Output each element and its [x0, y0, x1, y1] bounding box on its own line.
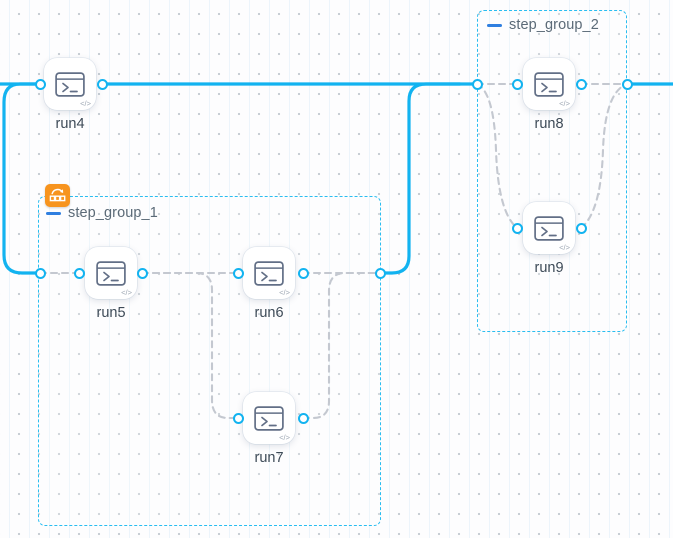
terminal-icon [254, 405, 284, 431]
terminal-icon [534, 215, 564, 241]
node-run8[interactable]: </> run8 [523, 58, 575, 132]
port-run5-out[interactable] [136, 267, 148, 279]
code-badge-icon: </> [559, 242, 570, 252]
group-header-step-group-2[interactable]: step_group_2 [487, 17, 599, 33]
node-label-run4: run4 [55, 116, 85, 132]
port-run7-out[interactable] [297, 412, 309, 424]
code-badge-icon: </> [80, 98, 91, 108]
minus-dash-icon[interactable] [46, 211, 61, 215]
node-card[interactable]: </> [85, 247, 137, 299]
group-label-step-group-2: step_group_2 [509, 17, 599, 33]
node-label-run6: run6 [254, 305, 284, 321]
node-run7[interactable]: </> run7 [243, 392, 295, 466]
group-label-step-group-1: step_group_1 [68, 205, 158, 221]
edge-run4in-to-group1in [2, 82, 42, 275]
port-run4-out[interactable] [96, 78, 108, 90]
node-label-run7: run7 [254, 450, 284, 466]
node-run9[interactable]: </> run9 [523, 202, 575, 276]
port-group1-out[interactable] [374, 267, 386, 279]
port-run7-in[interactable] [232, 412, 244, 424]
node-label-run8: run8 [534, 116, 564, 132]
port-run9-out[interactable] [575, 222, 587, 234]
code-badge-icon: </> [559, 98, 570, 108]
node-card[interactable]: </> [523, 58, 575, 110]
group-box-step-group-1[interactable] [38, 196, 381, 526]
workflow-badge-glyph [49, 188, 66, 202]
code-badge-icon: </> [121, 287, 132, 297]
terminal-icon [534, 71, 564, 97]
port-run4-in[interactable] [34, 78, 46, 90]
workflow-badge-icon[interactable] [45, 184, 70, 207]
minus-dash-icon[interactable] [487, 23, 502, 27]
code-badge-icon: </> [279, 287, 290, 297]
node-run4[interactable]: </> run4 [44, 58, 96, 132]
terminal-icon [254, 260, 284, 286]
node-label-run9: run9 [534, 260, 564, 276]
port-run8-in[interactable] [511, 78, 523, 90]
node-card[interactable]: </> [243, 392, 295, 444]
edge-group1out-to-main [378, 82, 462, 275]
port-run8-out[interactable] [575, 78, 587, 90]
terminal-icon [55, 71, 85, 97]
group-header-step-group-1[interactable]: step_group_1 [46, 205, 158, 221]
node-label-run5: run5 [96, 305, 126, 321]
node-card[interactable]: </> [243, 247, 295, 299]
node-run5[interactable]: </> run5 [85, 247, 137, 321]
port-group1-in[interactable] [34, 267, 46, 279]
port-run6-in[interactable] [232, 267, 244, 279]
node-run6[interactable]: </> run6 [243, 247, 295, 321]
node-card[interactable]: </> [523, 202, 575, 254]
port-run6-out[interactable] [297, 267, 309, 279]
port-run5-in[interactable] [73, 267, 85, 279]
node-card[interactable]: </> [44, 58, 96, 110]
code-badge-icon: </> [279, 432, 290, 442]
port-group2-out[interactable] [621, 78, 633, 90]
port-run9-in[interactable] [511, 222, 523, 234]
terminal-icon [96, 260, 126, 286]
port-group2-in[interactable] [471, 78, 483, 90]
